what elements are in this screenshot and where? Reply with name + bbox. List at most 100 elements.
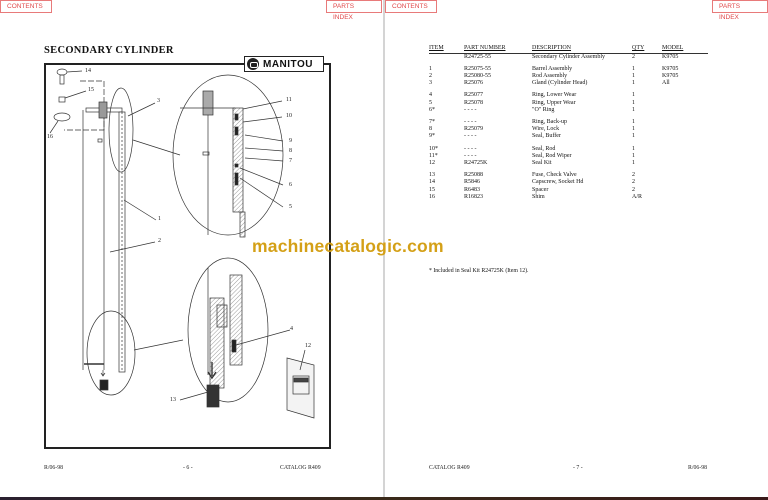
- watermark: machinecatalogic.com: [252, 236, 444, 256]
- cell-model: [662, 100, 708, 107]
- cell-qty: A/R: [632, 193, 643, 200]
- cell-qty: 1: [632, 65, 635, 72]
- cell-description: Seal, Buffer: [532, 133, 561, 140]
- cell-item: 5: [429, 99, 432, 106]
- logo-text: MANITOU: [263, 58, 313, 70]
- cell-qty: 1: [632, 145, 635, 152]
- callout-4: 4: [290, 326, 293, 332]
- cell-item: 9*: [429, 133, 435, 140]
- callout-5: 5: [289, 204, 292, 210]
- callout-11: 11: [286, 97, 292, 103]
- cell-model: [662, 172, 708, 179]
- cell-qty: 2: [632, 53, 635, 60]
- table-row: 7* - - - - Ring, Back-up 1: [429, 119, 708, 126]
- cell-part-number: R25079: [464, 126, 484, 133]
- cell-model: K9705: [662, 53, 679, 60]
- contents-button[interactable]: CONTENTS: [385, 0, 437, 13]
- cell-model: [662, 187, 708, 194]
- footer-page-number: - 6 -: [183, 465, 193, 471]
- cell-item: [429, 53, 464, 61]
- cell-item: 10*: [429, 145, 438, 152]
- col-item: ITEM: [429, 44, 464, 54]
- cell-description: Gland (Cylinder Head): [532, 80, 588, 87]
- cell-part-number: - - - -: [464, 145, 477, 152]
- cell-description: Ring, Lower Wear: [532, 92, 577, 99]
- parts-index-button[interactable]: PARTS INDEX: [326, 0, 382, 21]
- left-page: CONTENTS PARTS INDEX SECONDARY CYLINDER: [0, 0, 383, 497]
- cell-qty: 1: [632, 72, 635, 79]
- cell-item: 14: [429, 179, 435, 186]
- cell-item: 3: [429, 80, 432, 87]
- cell-model: [662, 146, 708, 153]
- callout-13: 13: [170, 397, 176, 403]
- cell-qty: 1: [632, 99, 635, 106]
- contents-button[interactable]: CONTENTS: [0, 0, 52, 13]
- cell-qty: 2: [632, 186, 635, 193]
- cell-item: 11*: [429, 152, 438, 159]
- callout-16: 16: [47, 134, 53, 140]
- cell-description: Shim: [532, 193, 545, 200]
- callout-14: 14: [85, 68, 91, 74]
- parts-table: ITEM PART NUMBER DESCRIPTION QTY MODEL R…: [429, 44, 708, 201]
- cell-description: Barrel Assembly: [532, 65, 573, 72]
- cell-item: 12: [429, 159, 435, 166]
- manitou-logo: MANITOU: [244, 56, 324, 72]
- cell-part-number: R25075-55: [464, 65, 491, 72]
- cell-qty: 1: [632, 106, 635, 113]
- cell-description: "O" Ring: [532, 106, 555, 113]
- cell-qty: 1: [632, 152, 635, 159]
- cell-item: 6*: [429, 106, 435, 113]
- footer-catalog: CATALOG R409: [280, 465, 321, 471]
- footer-page-number: - 7 -: [573, 465, 583, 471]
- footer-revision: R/06-98: [44, 465, 64, 471]
- cylinder-illustration: [49, 68, 315, 419]
- callout-12: 12: [305, 343, 311, 349]
- cell-part-number: - - - -: [464, 106, 477, 113]
- parts-index-button[interactable]: PARTS INDEX: [712, 0, 768, 21]
- cell-qty: 2: [632, 179, 635, 186]
- cell-description: Rod Assembly: [532, 72, 568, 79]
- cell-item: 15: [429, 186, 435, 193]
- cell-item: 7*: [429, 118, 435, 125]
- cell-item: 2: [429, 72, 432, 79]
- cell-model: K9705: [662, 72, 679, 79]
- cell-model: [662, 194, 708, 201]
- cell-part-number: R6483: [464, 186, 481, 193]
- footnote: * Included in Seal Kit R24725K (Item 12)…: [429, 268, 529, 274]
- cell-qty: 1: [632, 133, 635, 140]
- callout-15: 15: [88, 87, 94, 93]
- cell-model: All: [662, 80, 670, 87]
- cell-description: Capscrew, Socket Hd: [532, 179, 584, 186]
- cell-qty: 1: [632, 159, 635, 166]
- cell-item: 16: [429, 193, 435, 200]
- cell-part-number: R25078: [464, 99, 484, 106]
- cell-description: Ring, Back-up: [532, 118, 567, 125]
- exploded-diagram: [44, 63, 331, 449]
- cell-qty: 1: [632, 118, 635, 125]
- cell-model: [662, 160, 708, 167]
- cell-model: [662, 119, 708, 126]
- cell-qty: 1: [632, 80, 635, 87]
- footer-revision: R/06-98: [688, 465, 708, 471]
- cell-part-number: R24725K: [464, 159, 488, 166]
- callout-2: 2: [158, 238, 161, 244]
- forklift-icon: [247, 58, 259, 70]
- cell-part-number: R25077: [464, 92, 484, 99]
- cell-description: Seal, Rod Wiper: [532, 152, 572, 159]
- cell-part-number: - - - -: [464, 118, 477, 125]
- cell-item: 13: [429, 172, 435, 179]
- cell-qty: 1: [632, 126, 635, 133]
- cell-model: [662, 179, 708, 186]
- cell-qty: 1: [632, 92, 635, 99]
- cell-part-number: R25080-55: [464, 72, 491, 79]
- cell-model: [662, 133, 708, 140]
- cell-description: Secondary Cylinder Assembly: [532, 53, 605, 60]
- cell-model: [662, 153, 708, 160]
- callout-10: 10: [286, 113, 292, 119]
- callout-1: 1: [158, 216, 161, 222]
